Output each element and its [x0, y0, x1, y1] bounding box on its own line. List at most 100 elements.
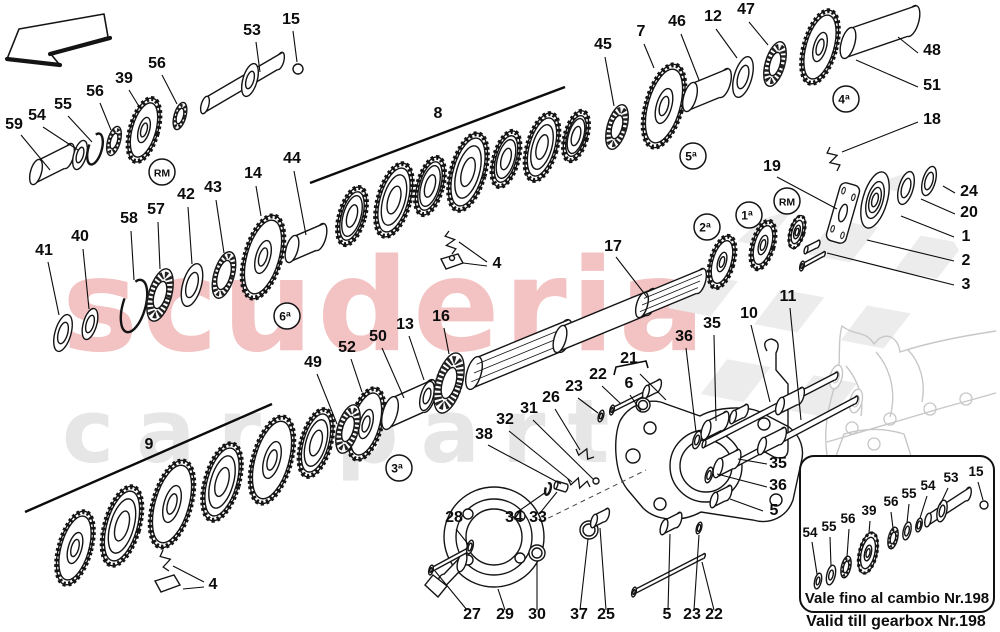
callout-number: 11 — [780, 288, 797, 305]
callout-54: 54 — [802, 525, 818, 575]
clip-34 — [543, 481, 553, 497]
callout-number: 3 — [962, 276, 971, 293]
callout-number: 9 — [145, 436, 154, 453]
callout-number: 55 — [901, 486, 917, 501]
callout-number: 58 — [120, 210, 138, 227]
synchro-hub — [522, 111, 562, 183]
callout-37: 37 — [570, 538, 589, 623]
gear-badge-3a: 3a — [385, 454, 413, 482]
callout-16: 16 — [432, 308, 450, 355]
callout-number: 56 — [86, 83, 104, 100]
callout-number: 56 — [883, 494, 899, 509]
synchro-hub — [446, 131, 490, 213]
bearing-1 — [867, 186, 883, 214]
callout-number: 25 — [597, 606, 615, 623]
pump-port — [625, 448, 641, 464]
callout-number: 23 — [565, 378, 583, 395]
cover-hole — [462, 508, 474, 520]
bushing-25 — [589, 507, 611, 529]
washer-54 — [915, 517, 923, 533]
callout-22: 22 — [701, 561, 723, 623]
callout-47: 47 — [737, 1, 769, 46]
pin-18 — [826, 146, 841, 172]
callout-55: 55 — [821, 519, 837, 567]
callout-number: 37 — [570, 606, 588, 623]
callout-4: 4 — [458, 241, 502, 272]
callout-53: 53 — [939, 470, 959, 506]
ball-15 — [292, 63, 304, 75]
callout-number: 2 — [962, 252, 971, 269]
callout-46: 46 — [668, 13, 700, 81]
callout-number: 53 — [943, 470, 959, 485]
callout-32: 32 — [496, 411, 573, 483]
bearing-49 — [335, 404, 361, 454]
callout-number: 13 — [396, 316, 414, 333]
callout-14: 14 — [244, 165, 262, 217]
callout-number: 30 — [528, 606, 546, 623]
callout-number: 15 — [282, 11, 300, 28]
ball-15 — [979, 500, 989, 510]
callout-51: 51 — [855, 59, 941, 94]
callout-number: 38 — [475, 426, 493, 443]
callout-number: 8 — [434, 105, 443, 122]
callout-number: 56 — [840, 511, 856, 526]
callout-number: 41 — [35, 242, 53, 259]
washer-12 — [732, 55, 754, 99]
callout-number: 39 — [115, 70, 133, 87]
callout-15: 15 — [968, 464, 984, 501]
pump-bolt-hole — [643, 421, 657, 435]
callout-number: 55 — [54, 96, 72, 113]
callout-56: 56 — [840, 511, 856, 558]
callout-number: 23 — [683, 606, 701, 623]
synchro-ring — [489, 128, 523, 190]
callout-6: 6 — [625, 375, 642, 412]
callout-number: 35 — [769, 455, 787, 472]
sleeve-50 — [380, 378, 438, 431]
union-35 — [712, 448, 742, 479]
bearing-56 — [105, 125, 123, 157]
callout-56: 56 — [86, 83, 112, 131]
callout-11: 11 — [780, 288, 802, 421]
washer-36 — [691, 430, 703, 450]
detent-pad-4 — [153, 574, 182, 593]
ghost-gearbox-casing — [825, 324, 997, 457]
callout-3: 3 — [826, 252, 971, 293]
washer-23 — [597, 409, 605, 423]
gear-badge-4a: 4a — [832, 85, 860, 113]
callout-number: 27 — [463, 606, 481, 623]
direction-arrow — [4, 13, 113, 68]
bolt-3 — [798, 250, 826, 272]
callout-44: 44 — [283, 150, 307, 236]
svg-text:4a: 4a — [838, 92, 850, 107]
callout-number: 15 — [968, 464, 984, 479]
gear-badge-RM: RM — [148, 158, 176, 186]
bearing-45 — [605, 104, 629, 150]
bearing-16 — [433, 352, 465, 414]
callout-number: 48 — [923, 42, 941, 59]
spline-hub — [787, 214, 807, 250]
callout-15: 15 — [282, 11, 300, 63]
gear-badge-6a: 6a — [273, 302, 301, 330]
oring-30 — [528, 544, 546, 562]
callout-21: 21 — [613, 350, 667, 401]
callout-number: 55 — [821, 519, 837, 534]
callout-50: 50 — [369, 328, 405, 399]
synchro-hub — [147, 458, 197, 550]
callout-number: 54 — [802, 525, 818, 540]
callout-39: 39 — [115, 70, 141, 109]
callout-number: 19 — [763, 158, 781, 175]
callout-number: 36 — [675, 328, 693, 345]
callout-number: 50 — [369, 328, 387, 345]
callout-number: 1 — [962, 228, 971, 245]
synchro-ring — [200, 441, 244, 523]
callout-8: 8 — [309, 85, 566, 185]
pump-shaft-fork — [424, 574, 448, 599]
plug-5 — [659, 511, 683, 536]
detent-ball-4 — [448, 254, 456, 262]
end-plate-19 — [825, 182, 861, 244]
synchro-ring — [296, 407, 336, 479]
callout-10: 10 — [740, 305, 771, 403]
